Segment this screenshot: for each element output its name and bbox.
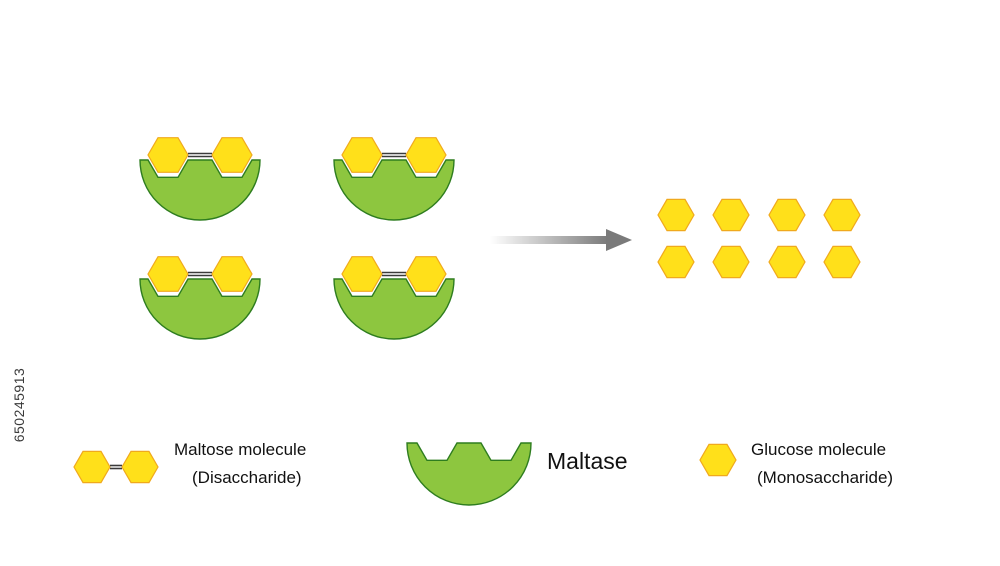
- legend-maltose-icon: [73, 450, 159, 484]
- glucose-hexagon: [823, 198, 861, 232]
- glucose-hexagon: [657, 245, 695, 279]
- legend-icons: [73, 442, 737, 506]
- reaction-arrow-shaft: [490, 236, 608, 244]
- watermark-image-id: 650245913: [10, 330, 28, 480]
- legend-maltase-icon: [406, 442, 532, 506]
- glucose-hexagon: [147, 137, 189, 173]
- legend-maltose-sublabel: (Disaccharide): [192, 468, 302, 487]
- glucose-hexagon: [699, 443, 737, 477]
- glucose-hexagon: [147, 256, 189, 292]
- reaction-arrow: [490, 229, 632, 251]
- enzyme-substrate-complex: [333, 256, 455, 340]
- glucose-hexagon: [657, 198, 695, 232]
- glucose-hexagon: [712, 245, 750, 279]
- glucose-hexagon: [73, 450, 111, 484]
- maltase-enzyme: [139, 278, 261, 340]
- glucose-hexagon: [768, 245, 806, 279]
- maltase-enzyme: [333, 159, 455, 221]
- glucose-hexagon: [341, 256, 383, 292]
- glucose-hexagon: [211, 256, 253, 292]
- reaction-arrow-head: [606, 229, 632, 251]
- enzyme-substrate-complex: [139, 137, 261, 221]
- glucose-hexagon: [405, 256, 447, 292]
- maltase-enzyme: [139, 159, 261, 221]
- legend-glucose-icon: [699, 443, 737, 477]
- enzyme-substrate-complexes: [139, 137, 455, 340]
- glucose-hexagon: [712, 198, 750, 232]
- watermark-image-id-text: 650245913: [11, 367, 27, 443]
- legend-glucose-label: Glucose molecule: [751, 440, 887, 459]
- legend-glucose-sublabel: (Monosaccharide): [757, 468, 894, 487]
- enzyme-substrate-complex: [139, 256, 261, 340]
- glucose-hexagon: [211, 137, 253, 173]
- glucose-hexagon: [823, 245, 861, 279]
- legend-maltase-label: Maltase: [547, 448, 628, 474]
- glucose-products: [657, 198, 861, 279]
- maltase-enzyme: [333, 278, 455, 340]
- glucose-hexagon: [121, 450, 159, 484]
- glucose-hexagon: [341, 137, 383, 173]
- glucose-hexagon: [768, 198, 806, 232]
- legend-maltose-label: Maltose molecule: [174, 440, 307, 459]
- glucose-hexagon: [405, 137, 447, 173]
- maltase-enzyme: [406, 442, 532, 506]
- enzyme-substrate-complex: [333, 137, 455, 221]
